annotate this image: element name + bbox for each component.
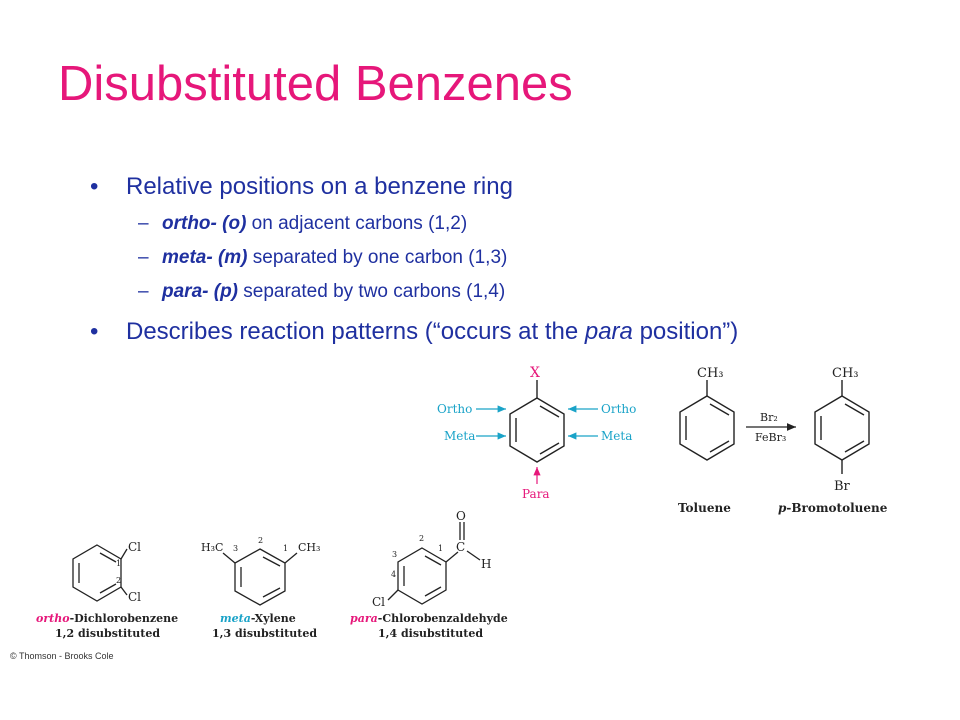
para-carbonyl-carbon: C [456,540,465,554]
dash: – [138,247,149,268]
slide-title: Disubstituted Benzenes [58,57,573,111]
ortho-right-label: Ortho [601,402,636,416]
bullet-dot: • [90,318,99,345]
ortho-name-rest: -Dichlorobenzene [70,612,179,625]
sub-bullet-para: – para- (p) separated by two carbons (1,… [90,280,830,304]
meta-name: meta-Xylene [220,612,296,625]
bullet-text-em: para [584,318,633,345]
bromotoluene-rest: -Bromotoluene [786,501,887,515]
para-caption: 1,4 disubstituted [378,627,483,640]
ortho-left-label: Ortho [437,402,472,416]
para-chlorine: Cl [372,595,385,609]
position-arrows [476,405,598,484]
bromotoluene-prefix: p [778,501,787,515]
dash: – [138,213,149,234]
ortho-name-prefix: ortho [36,612,70,625]
position-diagram [509,380,565,463]
para-hydrogen: H [481,557,491,571]
ortho-dichlorobenzene-structure [72,544,128,602]
bullet-list: • Relative positions on a benzene ring –… [90,172,830,347]
meta-right-label: Meta [601,429,632,443]
bullet-dot: • [90,173,99,200]
para-chlorobenzaldehyde-structure [387,522,481,605]
meta-caption: 1,3 disubstituted [212,627,317,640]
toluene-structure [679,380,735,461]
bullet-text: Relative positions on a benzene ring [126,173,513,200]
para-num-1: 1 [438,544,443,553]
substituent-label: X [530,365,540,381]
meta-num-3: 3 [233,544,238,553]
meta-left-label: Meta [444,429,475,443]
meta-xylene-structure [222,548,298,606]
ortho-cl-2: Cl [128,590,141,604]
bromotoluene-structure [814,380,870,474]
para-label: Para [522,487,550,501]
term-meta: meta- (m) [162,247,248,268]
bromotoluene-methyl: CH₃ [832,366,859,381]
bullet-text-a: Describes reaction patterns (“occurs at … [126,318,585,345]
para-name-rest: -Chlorobenzaldehyde [378,612,508,625]
bullet-relative-positions: • Relative positions on a benzene ring [90,172,830,202]
para-name-prefix: para [350,612,378,625]
toluene-methyl: CH₃ [697,366,724,381]
desc-para: separated by two carbons (1,4) [238,281,506,302]
benzene-ring [509,397,565,463]
desc-ortho: on adjacent carbons (1,2) [246,213,468,234]
meta-methyl-left: H₃C [201,541,223,554]
bullet-reaction-patterns: • Describes reaction patterns (“occurs a… [90,317,830,347]
ortho-caption: 1,2 disubstituted [55,627,160,640]
reagent-bromine: Br₂ [760,411,778,424]
ortho-cl-1: Cl [128,540,141,554]
dash: – [138,281,149,302]
ortho-num-1: 1 [116,559,121,568]
ortho-name: ortho-Dichlorobenzene [36,612,178,625]
reagent-catalyst: FeBr₃ [755,431,786,444]
meta-methyl-right: CH₃ [298,541,320,554]
meta-name-prefix: meta [220,612,251,625]
bromotoluene-name: p-Bromotoluene [778,501,888,515]
toluene-name: Toluene [678,501,731,515]
copyright-credit: © Thomson - Brooks Cole [10,651,114,661]
para-num-3: 3 [392,550,397,559]
ortho-num-2: 2 [116,576,121,585]
bromo-substituent: Br [834,479,851,494]
term-ortho: ortho- (o) [162,213,247,234]
sub-bullet-meta: – meta- (m) separated by one carbon (1,3… [90,246,830,270]
desc-meta: separated by one carbon (1,3) [247,247,508,268]
para-num-2: 2 [419,534,424,543]
para-oxygen: O [456,509,466,523]
meta-num-2: 2 [258,536,263,545]
meta-num-1: 1 [283,544,288,553]
para-name: para-Chlorobenzaldehyde [350,612,508,625]
sub-bullet-ortho: – ortho- (o) on adjacent carbons (1,2) [90,212,830,236]
term-para: para- (p) [162,281,238,302]
bullet-text-b: position”) [632,318,739,345]
meta-name-rest: -Xylene [251,612,296,625]
para-num-4: 4 [391,570,396,579]
